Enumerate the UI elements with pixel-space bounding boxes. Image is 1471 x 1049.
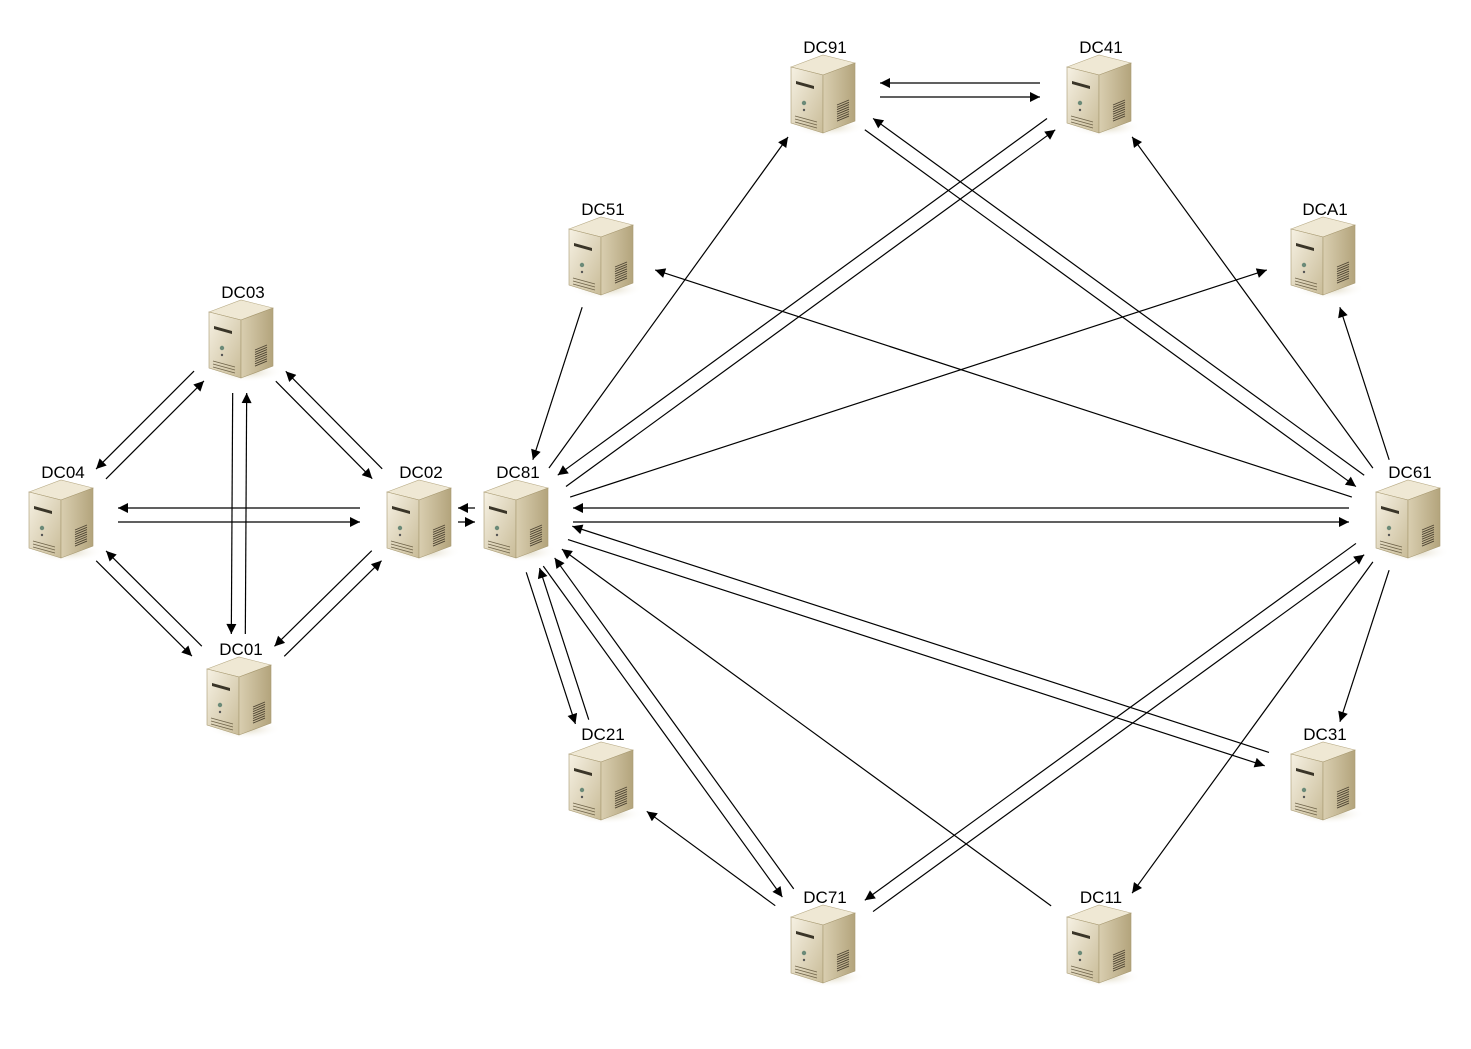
server-icon bbox=[1065, 904, 1141, 987]
edge-DC81-to-DC21 bbox=[525, 572, 578, 725]
edge-DC81-to-DC71 bbox=[542, 565, 783, 898]
server-node-dc81[interactable]: DC81 bbox=[482, 463, 558, 562]
server-icon bbox=[789, 54, 865, 137]
edge-DC81-to-DC41 bbox=[565, 129, 1056, 487]
edge-DC01-to-DC03 bbox=[241, 393, 252, 635]
edge-DC03-to-DC01 bbox=[226, 392, 237, 634]
server-node-dc11[interactable]: DC11 bbox=[1065, 888, 1141, 987]
server-label: DC11 bbox=[1080, 888, 1122, 907]
edge-DC02-to-DC03 bbox=[285, 370, 383, 470]
edge-DC81-to-DCA1 bbox=[569, 268, 1268, 498]
server-icon bbox=[1065, 54, 1141, 137]
server-label: DCA1 bbox=[1302, 200, 1347, 219]
edge-DC21-to-DC81 bbox=[537, 567, 590, 720]
edge-DC03-to-DC02 bbox=[275, 380, 373, 480]
edge-DC61-to-DC91 bbox=[872, 117, 1365, 476]
server-icon bbox=[567, 741, 643, 824]
edge-DC81-to-DC31 bbox=[567, 538, 1265, 768]
server-icon bbox=[482, 479, 558, 562]
server-label: DC03 bbox=[221, 283, 264, 302]
server-icon bbox=[567, 216, 643, 299]
edge-DC02-to-DC01 bbox=[274, 550, 373, 647]
server-node-dc04[interactable]: DC04 bbox=[27, 463, 103, 562]
server-icon bbox=[27, 479, 103, 562]
server-icon bbox=[205, 656, 281, 739]
edge-DC04-to-DC03 bbox=[105, 380, 205, 480]
server-icon bbox=[207, 299, 283, 382]
edge-DC01-to-DC02 bbox=[283, 560, 382, 657]
edge-DC71-to-DC21 bbox=[646, 810, 776, 907]
server-icon bbox=[385, 479, 461, 562]
server-node-dc21[interactable]: DC21 bbox=[567, 725, 643, 824]
server-icon bbox=[1374, 479, 1450, 562]
server-label: DC61 bbox=[1388, 463, 1431, 482]
server-label: DC31 bbox=[1303, 725, 1346, 744]
server-node-dc03[interactable]: DC03 bbox=[207, 283, 283, 382]
server-node-dc51[interactable]: DC51 bbox=[567, 200, 643, 299]
server-label: DC51 bbox=[581, 200, 624, 219]
server-label: DC41 bbox=[1079, 38, 1122, 57]
edge-DC41-to-DC81 bbox=[557, 118, 1048, 476]
server-label: DC91 bbox=[803, 38, 846, 57]
edge-DC31-to-DC81 bbox=[572, 524, 1270, 754]
server-node-dc71[interactable]: DC71 bbox=[789, 888, 865, 987]
edge-DC51-to-DC81 bbox=[531, 307, 583, 460]
server-icon bbox=[1289, 216, 1365, 299]
edge-DC61-to-DC11 bbox=[1131, 561, 1374, 894]
edge-DC03-to-DC04 bbox=[95, 370, 195, 470]
edge-DC04-to-DC01 bbox=[95, 560, 193, 657]
edge-DC71-to-DC61 bbox=[872, 554, 1365, 913]
edge-DC61-to-DC71 bbox=[864, 542, 1357, 901]
server-node-dc91[interactable]: DC91 bbox=[789, 38, 865, 137]
edge-DC91-to-DC61 bbox=[864, 129, 1357, 488]
server-node-dc61[interactable]: DC61 bbox=[1374, 463, 1450, 562]
edge-DC11-to-DC81 bbox=[561, 548, 1052, 907]
edge-DC01-to-DC04 bbox=[105, 550, 203, 647]
server-node-dc02[interactable]: DC02 bbox=[385, 463, 461, 562]
server-label: DC04 bbox=[41, 463, 84, 482]
server-label: DC71 bbox=[803, 888, 846, 907]
edge-DC61-to-DC31 bbox=[1338, 569, 1390, 723]
edge-DC61-to-DC41 bbox=[1131, 136, 1374, 469]
server-label: DC02 bbox=[399, 463, 442, 482]
server-node-dc31[interactable]: DC31 bbox=[1289, 725, 1365, 824]
server-icon bbox=[789, 904, 865, 987]
server-label: DC21 bbox=[581, 725, 624, 744]
edges-layer bbox=[95, 78, 1390, 913]
server-icon bbox=[1289, 741, 1365, 824]
edge-DC61-to-DC51 bbox=[654, 268, 1353, 498]
edge-DC61-to-DCA1 bbox=[1338, 307, 1390, 460]
server-label: DC01 bbox=[219, 640, 262, 659]
server-node-dc01[interactable]: DC01 bbox=[205, 640, 281, 739]
server-node-dc41[interactable]: DC41 bbox=[1065, 38, 1141, 137]
edge-DC81-to-DC91 bbox=[548, 136, 789, 469]
server-label: DC81 bbox=[496, 463, 539, 482]
server-node-dca1[interactable]: DCA1 bbox=[1289, 200, 1365, 299]
edge-DC71-to-DC81 bbox=[554, 557, 795, 890]
